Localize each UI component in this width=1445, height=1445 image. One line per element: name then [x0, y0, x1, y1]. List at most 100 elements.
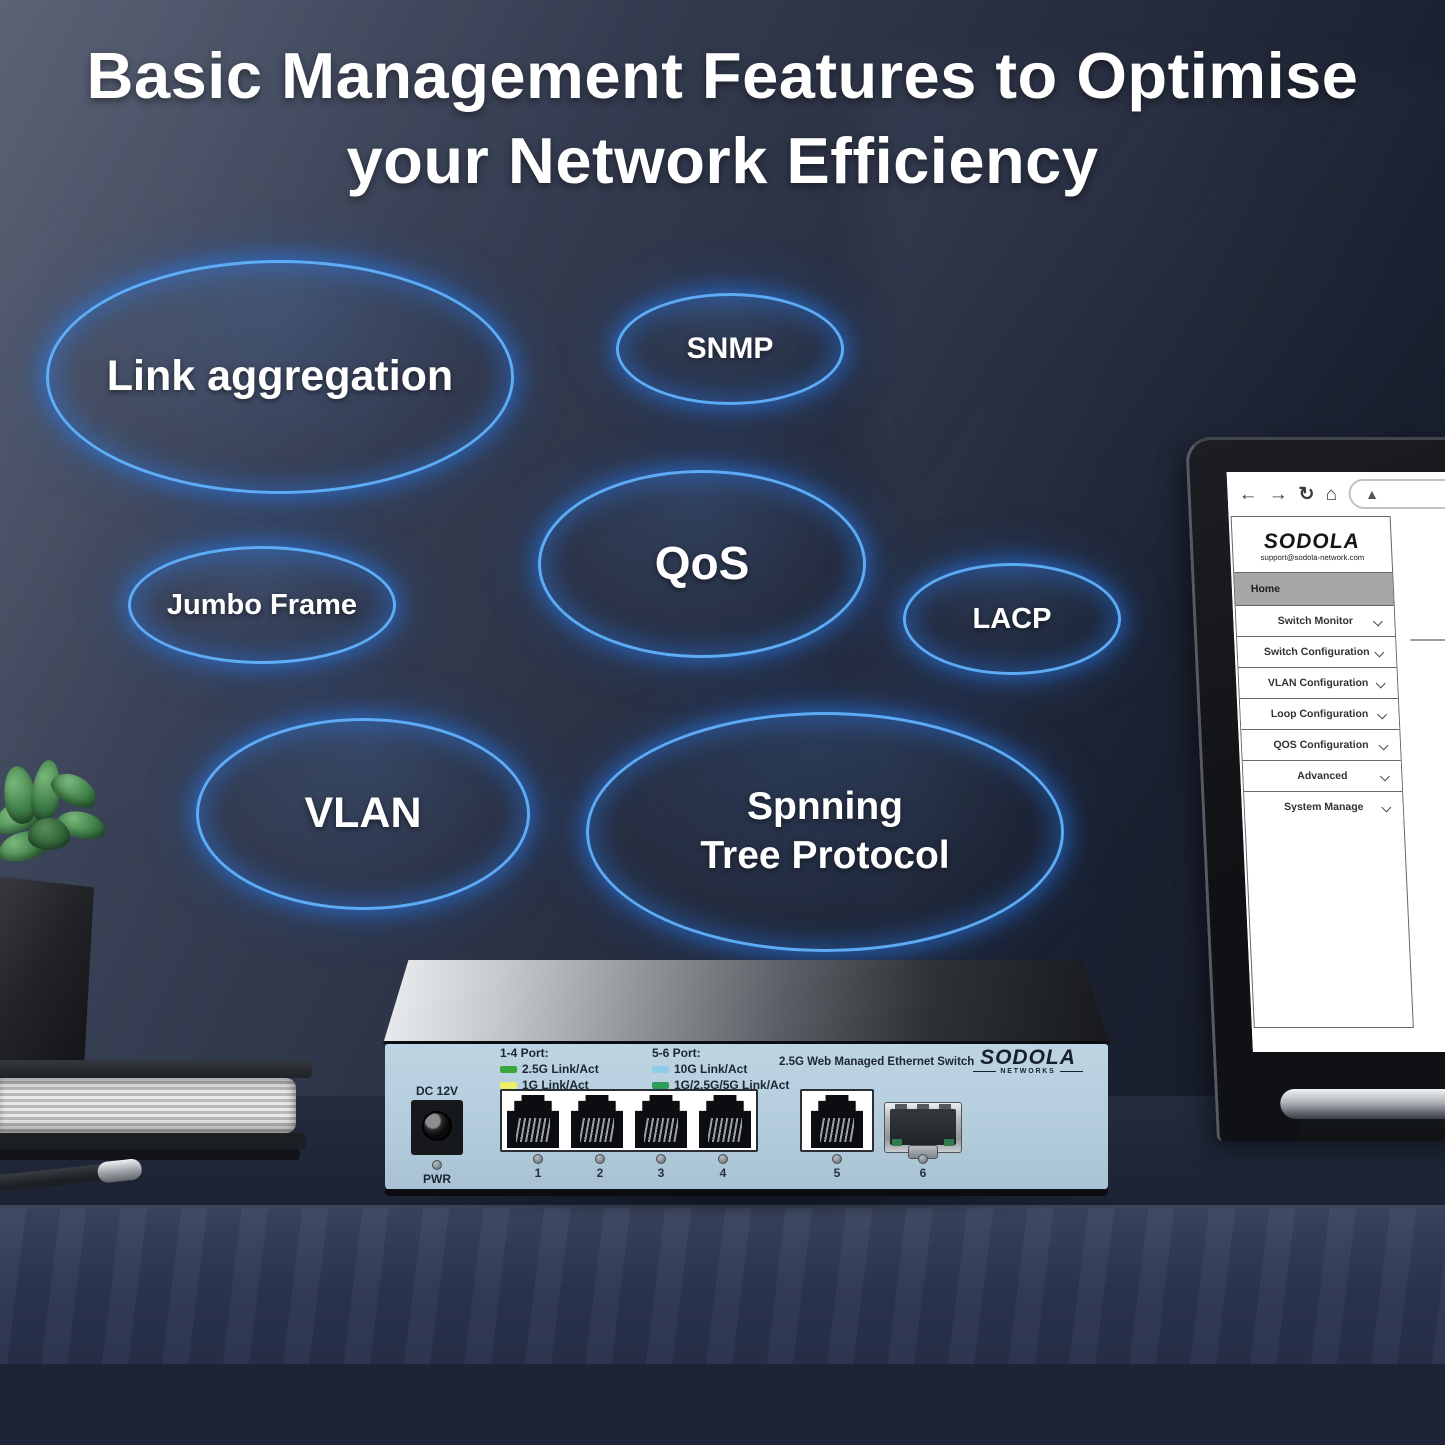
legend-ports-1-4: 1-4 Port: 2.5G Link/Act 1G Link/Act — [500, 1046, 599, 1092]
laptop-screen: ← → ↻ ⌂ ▲ | 192 SODOLA support@sodola-ne… — [1226, 472, 1445, 1052]
book-pages — [0, 1078, 296, 1133]
title-line-2: your Network Efficiency — [346, 123, 1099, 197]
led-color-swatch — [500, 1065, 517, 1073]
rj45-port-group-1-4 — [500, 1089, 758, 1152]
feature-bubble-jumbo-frame: Jumbo Frame — [128, 546, 396, 664]
title-line-1: Basic Management Features to Optimise — [86, 39, 1359, 112]
product-name: 2.5G Web Managed Ethernet Switch — [779, 1056, 975, 1068]
chevron-down-icon — [1379, 771, 1390, 782]
port-number: 3 — [657, 1166, 665, 1180]
desk-front — [0, 1208, 1445, 1364]
feature-bubble-lacp: LACP — [903, 563, 1121, 675]
rj45-port-3 — [635, 1095, 687, 1148]
feature-label: QoS — [654, 537, 750, 590]
legend-title: 5-6 Port: — [652, 1046, 701, 1060]
brand-logo: SODOLA NETWORKS — [973, 1046, 1084, 1075]
sidebar-item-switch-monitor[interactable]: Switch Monitor — [1235, 605, 1396, 636]
page-title: Basic Management Features to Optimise yo… — [0, 34, 1445, 203]
book-cover-bottom — [0, 1133, 306, 1149]
legend-item: 1G/2.5G/5G Link/Act — [652, 1078, 789, 1092]
legend-item-label: 1G/2.5G/5G Link/Act — [674, 1078, 790, 1092]
port-number: 5 — [833, 1166, 841, 1180]
led-color-swatch — [652, 1081, 669, 1089]
switch-front-panel: DC 12V PWR 1-4 Port: 2.5G Link/Act 1G Li… — [385, 1044, 1108, 1196]
rj45-port-5-jack — [811, 1095, 863, 1148]
rj45-port-1 — [507, 1095, 559, 1148]
sidebar-menu: Home Switch Monitor Switch Configuration… — [1234, 572, 1404, 822]
book-cover-top — [0, 1060, 312, 1078]
chevron-down-icon — [1378, 740, 1389, 751]
power-led-label: PWR — [423, 1172, 451, 1186]
web-sidebar: SODOLA support@sodola-network.com Home S… — [1230, 516, 1414, 1028]
port-led-3 — [656, 1154, 666, 1164]
chevron-down-icon — [1375, 678, 1386, 689]
chevron-down-icon — [1374, 647, 1385, 658]
brand-subtitle-text: NETWORKS — [1000, 1068, 1056, 1075]
legend-item: 2.5G Link/Act — [500, 1062, 599, 1076]
dc-power-jack — [411, 1100, 463, 1155]
feature-bubble-vlan: VLAN — [196, 718, 530, 910]
legend-ports-5-6: 5-6 Port: 10G Link/Act 1G/2.5G/5G Link/A… — [652, 1046, 789, 1092]
web-page: SODOLA support@sodola-network.com Home S… — [1228, 516, 1445, 1052]
port-led-6 — [918, 1154, 928, 1164]
desk-lower — [0, 1364, 1445, 1445]
port-number: 6 — [919, 1166, 927, 1180]
plant-leaf — [28, 818, 70, 850]
port-number: 1 — [534, 1166, 542, 1180]
power-led — [432, 1160, 442, 1170]
port-number: 2 — [596, 1166, 604, 1180]
rj45-port-5 — [800, 1089, 874, 1152]
dc-barrel — [422, 1111, 452, 1141]
port-led-4 — [718, 1154, 728, 1164]
feature-bubble-snmp: SNMP — [616, 293, 844, 405]
sidebar-item-home[interactable]: Home — [1234, 572, 1394, 605]
feature-label: LACP — [972, 602, 1052, 635]
feature-label: Jumbo Frame — [166, 588, 358, 621]
sidebar-item-switch-configuration[interactable]: Switch Configuration — [1237, 636, 1397, 667]
rj45-port-4 — [699, 1095, 751, 1148]
sfp-port-6 — [884, 1102, 962, 1159]
sidebar-item-system-manage[interactable]: System Manage — [1244, 791, 1404, 822]
brand-name: SODOLA — [980, 1046, 1076, 1069]
port-led-1 — [533, 1154, 543, 1164]
sidebar-brand-logo: SODOLA — [1263, 530, 1361, 553]
back-icon[interactable]: ← — [1238, 483, 1259, 505]
warning-icon: ▲ — [1364, 486, 1380, 502]
refresh-icon[interactable]: ↻ — [1298, 483, 1315, 505]
rj45-port-2 — [571, 1095, 623, 1148]
chevron-down-icon — [1381, 802, 1392, 813]
laptop-base-shadow — [1298, 1119, 1445, 1143]
chevron-down-icon — [1377, 709, 1388, 720]
browser-toolbar: ← → ↻ ⌂ ▲ | 192 — [1226, 472, 1445, 516]
legend-title: 1-4 Port: — [500, 1046, 549, 1060]
switch-top-panel — [383, 960, 1110, 1044]
sidebar-item-vlan-configuration[interactable]: VLAN Configuration — [1238, 667, 1398, 698]
laptop-hinge — [1279, 1089, 1445, 1119]
sidebar-item-advanced[interactable]: Advanced — [1242, 760, 1403, 791]
brand-subtitle: NETWORKS — [973, 1068, 1084, 1075]
feature-label: VLAN — [304, 789, 422, 838]
sidebar-item-loop-configuration[interactable]: Loop Configuration — [1239, 698, 1400, 729]
book-thin — [0, 1149, 300, 1160]
feature-bubble-qos: QoS — [538, 470, 866, 658]
forward-icon[interactable]: → — [1268, 483, 1289, 505]
port-number: 4 — [719, 1166, 727, 1180]
legend-item-label: 1G Link/Act — [522, 1078, 589, 1092]
legend-item-label: 2.5G Link/Act — [522, 1062, 599, 1076]
content-divider — [1410, 639, 1445, 641]
feature-label: Spnning Tree Protocol — [700, 785, 950, 877]
laptop: ← → ↻ ⌂ ▲ | 192 SODOLA support@sodola-ne… — [1185, 437, 1445, 1143]
home-icon[interactable]: ⌂ — [1325, 483, 1338, 505]
legend-item-label: 10G Link/Act — [674, 1062, 748, 1076]
feature-bubble-spanning-tree: Spnning Tree Protocol — [586, 712, 1064, 952]
sidebar-support-email: support@sodola-network.com — [1260, 553, 1365, 562]
led-color-swatch — [500, 1081, 517, 1089]
address-bar[interactable]: ▲ | 192 — [1348, 479, 1445, 509]
port-led-5 — [832, 1154, 842, 1164]
sidebar-item-qos-configuration[interactable]: QOS Configuration — [1241, 729, 1401, 760]
port-led-2 — [595, 1154, 605, 1164]
feature-bubble-link-aggregation: Link aggregation — [46, 260, 514, 494]
legend-item: 10G Link/Act — [652, 1062, 789, 1076]
chevron-down-icon — [1372, 616, 1383, 627]
